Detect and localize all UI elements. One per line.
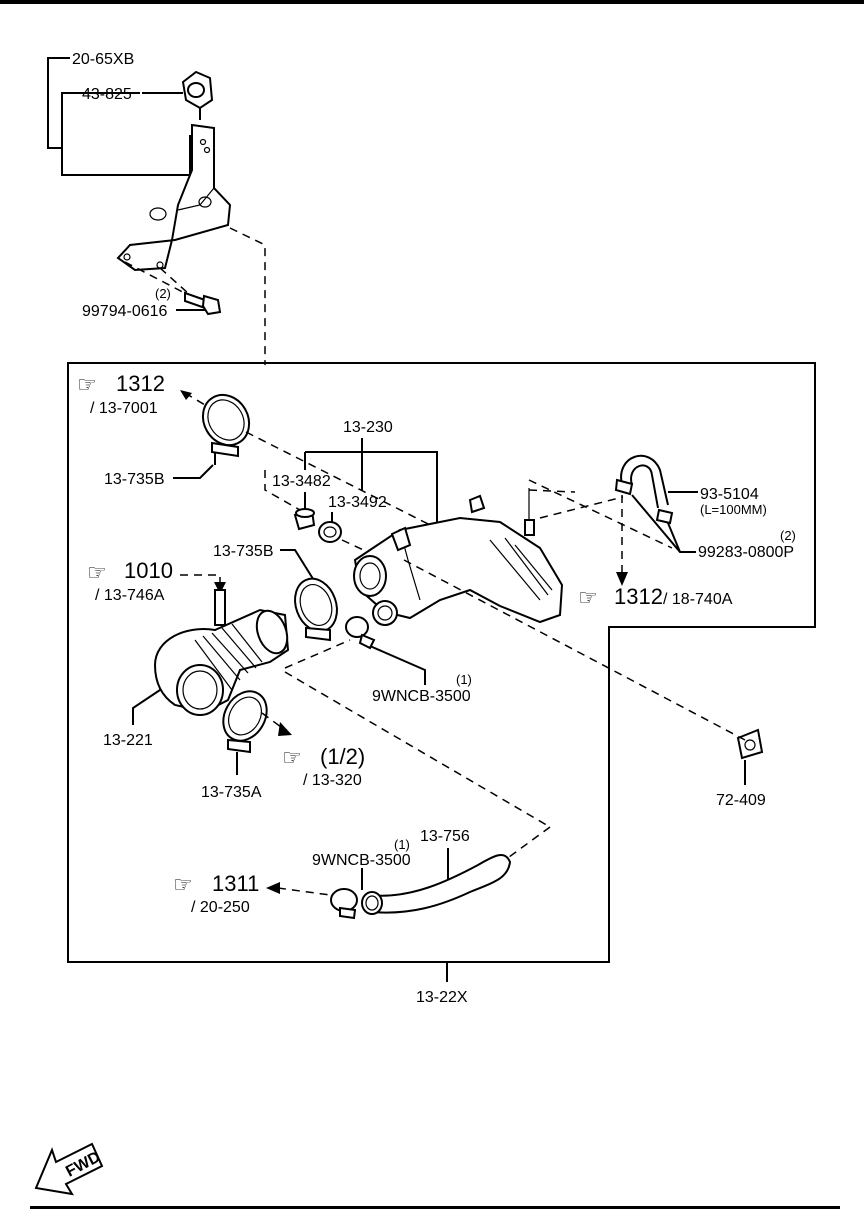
- clip-72-409-part: [736, 728, 764, 760]
- label-13-735b-mid: 13-735B: [213, 543, 274, 560]
- hand-pointer-icon: ☞: [87, 560, 107, 585]
- hose-13-756-part: [361, 854, 512, 915]
- label-13-22x: 13-22X: [416, 989, 468, 1006]
- label-72-409: 72-409: [716, 792, 766, 809]
- air-hose-13-221-part: [153, 589, 290, 716]
- resonator-duct-part: [353, 488, 564, 626]
- clamp-13-735b-mid-part: [294, 577, 338, 642]
- label-13-735b-top: 13-735B: [104, 471, 165, 488]
- engine-mount-part: [181, 70, 214, 120]
- fwd-arrow-icon: FWD: [34, 1142, 103, 1196]
- label-ref-20-250: / 20-250: [191, 899, 250, 916]
- clamp-9wncb-top-part: [345, 616, 376, 650]
- clamp-13-735a-part: [222, 690, 268, 754]
- label-ref-1010: 1010: [124, 558, 173, 583]
- label-9wncb-3500-bot: 9WNCB-3500: [312, 852, 411, 869]
- label-43-825: 43-825: [82, 86, 132, 103]
- label-ref-13-320: / 13-320: [303, 772, 362, 789]
- plug-13-3492-part: [318, 521, 342, 543]
- label-13-3492: 13-3492: [328, 494, 387, 511]
- label-13-230: 13-230: [343, 419, 393, 436]
- label-99283-0800p: 99283-0800P: [698, 544, 794, 561]
- label-13-735a: 13-735A: [201, 784, 262, 801]
- label-99794-0616: 99794-0616: [82, 303, 168, 320]
- ref-1-2: ☞ (1/2) / 13-320: [282, 744, 365, 789]
- clamp-13-735b-top-part: [201, 393, 251, 465]
- top-rule: [0, 0, 864, 4]
- assembly-boundary: [67, 362, 816, 963]
- label-13-756: 13-756: [420, 828, 470, 845]
- label-93-5104-length: (L=100MM): [700, 502, 767, 517]
- label-ref-18-740a: / 18-740A: [663, 591, 733, 608]
- ref-1010: ☞ 1010 / 13-746A: [87, 558, 226, 604]
- clamp-9wncb-bot-part: [330, 888, 358, 920]
- label-ref-1312-a: 1312: [116, 371, 165, 396]
- label-93-5104: 93-5104: [700, 486, 759, 503]
- label-13-3482: 13-3482: [272, 473, 331, 490]
- label-ref-13-7001: / 13-7001: [90, 400, 158, 417]
- label-13-221: 13-221: [103, 732, 153, 749]
- ref-1311: ☞ 1311 / 20-250: [173, 871, 331, 916]
- plug-13-3482-part: [293, 508, 316, 531]
- label-9wncb-top-qty: (1): [456, 672, 472, 687]
- ref-1312-7001: ☞ 1312 / 13-7001: [77, 371, 206, 417]
- bottom-rule: [30, 1206, 840, 1209]
- label-9wncb-3500-top: 9WNCB-3500: [372, 688, 471, 705]
- label-ref-1-2: (1/2): [320, 744, 365, 769]
- mounting-bracket-part: [116, 123, 232, 272]
- hose-93-5104-part: [614, 454, 674, 525]
- label-bolt-qty: (2): [155, 286, 171, 301]
- bracket-group: 20-65XB 43-825 (2) 99794-0616: [47, 51, 266, 365]
- hand-pointer-icon: ☞: [578, 585, 598, 610]
- hand-pointer-icon: ☞: [77, 372, 97, 397]
- label-ref-13-746a: / 13-746A: [95, 587, 165, 604]
- ref-1312-18-740a: ☞ 1312 / 18-740A: [578, 584, 733, 610]
- hand-pointer-icon: ☞: [173, 872, 193, 897]
- group-13-230: 13-230 13-3482 13-3492: [264, 419, 438, 561]
- label-ref-1312-b: 1312: [614, 584, 663, 609]
- label-ref-1311: 1311: [212, 871, 259, 896]
- bolt-part: [184, 291, 222, 316]
- hand-pointer-icon: ☞: [282, 745, 302, 770]
- label-20-65xb: 20-65XB: [72, 51, 134, 68]
- label-99283-qty: (2): [780, 528, 796, 543]
- label-9wncb-bot-qty: (1): [394, 837, 410, 852]
